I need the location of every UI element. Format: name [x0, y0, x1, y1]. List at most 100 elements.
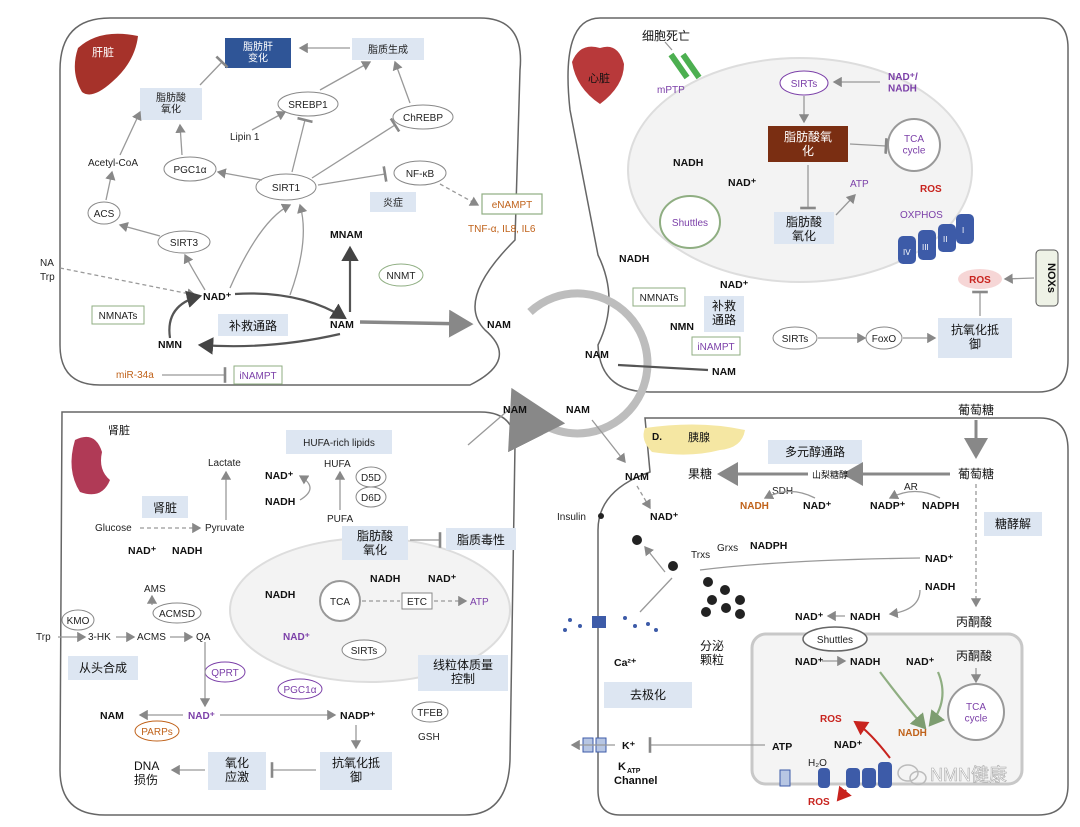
pancreas-tag: D. [652, 432, 662, 443]
pancreas-atp: ATP [772, 741, 792, 753]
inflammation-label: 炎症 [383, 196, 403, 209]
heart-icon [572, 46, 624, 104]
kidney-nad-mito: NAD⁺ [283, 632, 310, 643]
heart-tca-cycle [887, 118, 941, 172]
qa-label: QA [196, 632, 211, 643]
pyruvate-label: Pyruvate [205, 523, 245, 534]
fao-inhibit [199, 55, 229, 86]
polyol-nadh: NADH [740, 501, 769, 512]
complex-i: I [962, 226, 964, 235]
oxphos-complexes [898, 214, 974, 264]
kidney-tca-label: TCA [330, 597, 350, 608]
complex-iii: III [922, 243, 929, 252]
noxs-box [1035, 249, 1059, 307]
heart-shuttles-node [659, 195, 721, 249]
pancreas-nadh-2: NADH [925, 581, 955, 593]
heart-fao2-box [774, 212, 834, 244]
depol-box [604, 682, 692, 708]
liver-nmn: NMN [158, 339, 182, 351]
central-cycle-arc [508, 289, 652, 453]
pancreas-shuttles-node [802, 626, 868, 652]
ams-label: AMS [144, 584, 166, 595]
heart-sirts-label: SIRTs [791, 79, 818, 90]
heart-inampt-box [691, 336, 741, 356]
kidney-atp: ATP [470, 597, 489, 608]
acs-label: ACS [94, 209, 115, 220]
polyol-label: 多元醇通路 [785, 444, 845, 459]
nfkb-enampt [439, 183, 480, 206]
nmn-nad [168, 290, 203, 339]
sirt1-chrebp [311, 117, 401, 179]
sirt3-label: SIRT3 [170, 238, 199, 249]
qprt-label: QPRT [211, 668, 239, 679]
nam-nad-pancreas [636, 485, 651, 510]
nad-sirt1-b [289, 203, 308, 296]
liver-lipogenesis-label: 脂质生成 [368, 43, 408, 56]
trxs-label: Trxs [691, 550, 710, 561]
nadh-flow-1 [879, 671, 927, 730]
kidney-fao-label: 脂肪酸氧化 [357, 528, 393, 557]
center-nam-right-top: NAM [585, 349, 609, 361]
wechat-logo-icon [897, 764, 927, 786]
nad-sirt1 [229, 203, 292, 289]
liver-icon [74, 33, 138, 95]
kidney-nadh-2: NADH [172, 545, 202, 557]
kidney-box-label: 肾脏 [153, 500, 177, 515]
liver-salvage-box [218, 314, 288, 336]
depol-label: 去极化 [630, 688, 666, 702]
sirt1-node [255, 173, 317, 201]
etc-box [401, 592, 433, 610]
mir34a-label: miR-34a [116, 370, 154, 381]
kidney-nad-2: NAD⁺ [128, 545, 157, 557]
liver-nam: NAM [330, 319, 354, 331]
heart-nadh-1: NADH [673, 157, 703, 169]
ar-loop [888, 489, 941, 500]
sirt3-acs [118, 222, 161, 237]
heart-salvage-label: 补救通路 [712, 298, 736, 327]
parps-node [134, 720, 180, 742]
pancreas-tca [947, 683, 1005, 741]
kidney-nadh-3: NADH [370, 573, 400, 585]
mqc-box [418, 655, 508, 691]
nad-sirt3 [183, 253, 206, 291]
nam-nmn [197, 332, 341, 355]
na-label: NA [40, 258, 54, 269]
acs-arrow [105, 170, 116, 201]
sirt1-pgc [216, 168, 263, 181]
kidney-nam: NAM [100, 710, 124, 722]
complex-ii: II [943, 235, 947, 244]
denovo-box [68, 656, 138, 680]
liver-fao-box [140, 88, 202, 120]
pancreas-nam: NAM [625, 471, 649, 483]
katp-label: K [618, 761, 626, 773]
heart-nmnats-label: NMNATs [640, 293, 679, 304]
kidney-organ-label: 肾脏 [108, 424, 130, 437]
heart-nadh-2: NADH [619, 253, 649, 265]
heart-sirts-node [779, 70, 829, 96]
nnmt-label: NNMT [387, 271, 416, 282]
ca-granule [639, 577, 673, 613]
nadh-nad-loop [298, 475, 311, 501]
heart-salvage-box [704, 296, 744, 332]
liver-fatty-label: 脂肪肝变化 [243, 40, 273, 65]
fao2-atp [835, 194, 856, 216]
oxphos-label: OXPHOS [900, 210, 943, 221]
hk-label: 3-HK [88, 632, 111, 643]
srebp1-label: SREBP1 [288, 100, 328, 111]
chrebp-arrow [392, 60, 411, 104]
liver-fatty-box [225, 38, 291, 68]
heart-antiox-box [938, 318, 1012, 358]
cytokines-label: TNF-α, IL8, IL6 [468, 224, 536, 235]
heart-nad-2: NAD⁺ [720, 279, 749, 291]
k-label: K⁺ [622, 740, 636, 752]
heart-sirts2-node [772, 326, 818, 350]
srebp-arrow [319, 61, 372, 91]
granules-label: 分泌颗粒 [700, 639, 724, 667]
liver-organ-label: 肝脏 [92, 46, 114, 59]
lipin1-label: Lipin 1 [230, 132, 260, 143]
liver-inampt-box [233, 365, 283, 385]
nad-nadh-label: NAD⁺/NADH [888, 72, 918, 95]
heart-sirts2-label: SIRTs [782, 334, 809, 345]
